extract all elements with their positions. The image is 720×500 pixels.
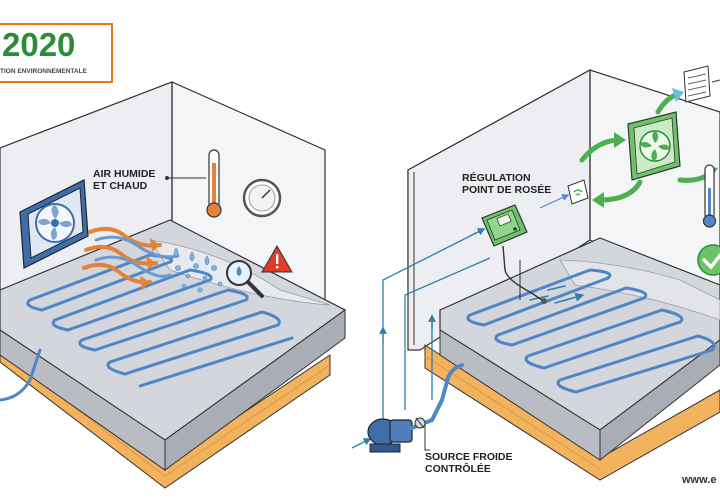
left-slab (0, 219, 347, 471)
sensor-wire (502, 245, 543, 301)
logo: 2020 TION ENVIRONNEMENTALE (0, 23, 113, 83)
logo-subtitle: TION ENVIRONNEMENTALE (0, 68, 87, 75)
condensation-droplets (173, 247, 233, 293)
right-slab (439, 237, 720, 462)
warm-air-streams (82, 226, 180, 290)
right-thermometer-icon (702, 164, 717, 228)
label-dew-point-line-2: POINT DE ROSÉE (462, 184, 552, 196)
pump-icon (367, 363, 464, 453)
ventilation-fan-icon (627, 111, 681, 181)
label-cold-source-line-2: CONTRÔLÉE (425, 463, 491, 475)
thermometer-icon (206, 149, 222, 218)
label-humid-air-line-1: AIR HUMIDE (93, 168, 156, 180)
logo-title: 2020 (2, 26, 76, 63)
vent-grille-icon (683, 65, 720, 103)
website-url: www.e (682, 474, 717, 486)
fan-icon (19, 179, 89, 269)
wifi-sensor-icon (539, 179, 589, 209)
label-cold-source-line-1: SOURCE FROIDE (425, 451, 513, 463)
label-dew-point-line-1: RÉGULATION (462, 172, 531, 184)
label-humid-air: AIR HUMIDE ET CHAUD (93, 168, 155, 192)
control-lines (351, 228, 491, 449)
magnifier-icon (226, 260, 264, 298)
check-icon (697, 244, 720, 276)
hygrometer-icon (242, 178, 282, 218)
label-dew-point-regulation: RÉGULATION POINT DE ROSÉE (462, 172, 551, 196)
label-humid-air-line-2: ET CHAUD (93, 180, 148, 192)
label-cold-source: SOURCE FROIDE CONTRÔLÉE (425, 451, 513, 475)
warning-icon (261, 244, 293, 273)
dew-point-regulator (481, 204, 528, 247)
